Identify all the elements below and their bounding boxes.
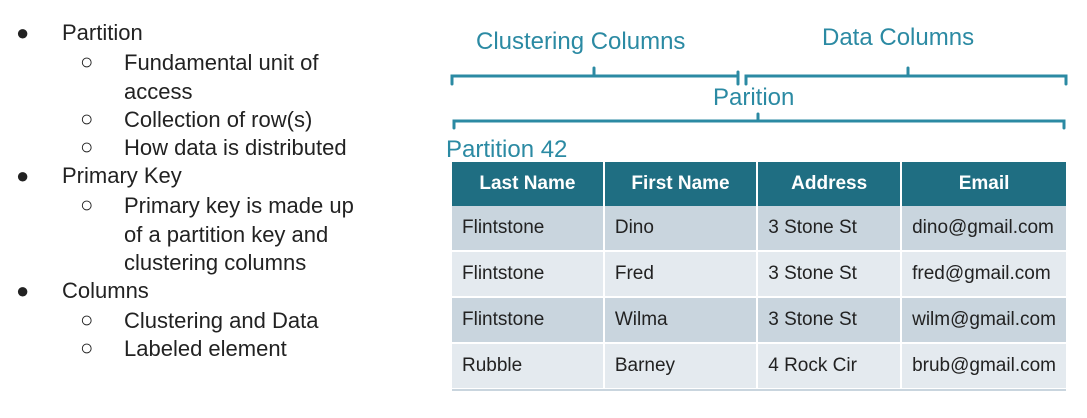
data-bracket xyxy=(744,66,1068,86)
sub-bullet-line: clustering columns xyxy=(124,250,307,275)
table-cell: fred@gmail.com xyxy=(901,251,1066,298)
bullet-label: Partition xyxy=(62,20,143,45)
bullet-label: Columns xyxy=(62,278,149,303)
column-header: Last Name xyxy=(452,162,605,206)
sub-bullet-line: Labeled element xyxy=(124,336,287,361)
table-cell: Dino xyxy=(603,206,759,252)
table-cell: 3 Stone St xyxy=(757,251,903,298)
table-cell: dino@gmail.com xyxy=(901,206,1066,252)
table-cell: Flintstone xyxy=(452,251,605,298)
table-row: Flintstone Fred 3 Stone St fred@gmail.co… xyxy=(452,251,1066,298)
partition-bracket xyxy=(452,112,1066,130)
sub-bullet-ring: ○ xyxy=(80,335,94,360)
table-cell: Flintstone xyxy=(452,297,605,344)
sub-bullet-line: access xyxy=(124,78,193,104)
table-cell: Fred xyxy=(603,251,759,298)
data-columns-label: Data Columns xyxy=(822,24,975,51)
partition-name: Partition 42 xyxy=(446,136,568,163)
bullet-dot: ● xyxy=(16,20,30,45)
partition-table: Last Name First Name Address Email Flint… xyxy=(452,162,1066,390)
sub-bullet-line: Fundamental unit of xyxy=(124,50,319,75)
table-row: Flintstone Wilma 3 Stone St wilm@gmail.c… xyxy=(452,297,1066,344)
table-cell: wilm@gmail.com xyxy=(901,297,1066,344)
column-brackets xyxy=(450,66,1068,130)
table-cell: Flintstone xyxy=(452,206,605,252)
bullet-dot: ● xyxy=(16,163,30,188)
sub-bullet-line: of a partition key and xyxy=(124,221,329,247)
table-cell: Rubble xyxy=(452,343,605,390)
sub-bullet-ring: ○ xyxy=(80,106,94,131)
table-cell: 4 Rock Cir xyxy=(757,343,903,390)
sub-bullet-ring: ○ xyxy=(80,192,94,217)
table-bottom-rule xyxy=(452,389,1066,391)
sub-bullet-line: Primary key is made up xyxy=(124,193,354,218)
partition-label: Parition xyxy=(713,84,795,111)
table-cell: Wilma xyxy=(603,297,759,344)
sub-bullet-line: Collection of row(s) xyxy=(124,107,313,132)
sub-bullet-ring: ○ xyxy=(80,134,94,159)
table-cell: Barney xyxy=(603,343,759,390)
table-row: Rubble Barney 4 Rock Cir brub@gmail.com xyxy=(452,343,1066,390)
sub-bullet-line: Clustering and Data xyxy=(124,308,319,333)
sub-bullet-ring: ○ xyxy=(80,49,94,74)
table-row: Flintstone Dino 3 Stone St dino@gmail.co… xyxy=(452,206,1066,252)
column-header: First Name xyxy=(603,162,759,206)
table-cell: 3 Stone St xyxy=(757,206,903,252)
partition-diagram: Clustering Columns Data Columns Parition… xyxy=(440,0,1080,418)
clustering-bracket xyxy=(450,66,740,86)
bullet-dot: ● xyxy=(16,278,30,303)
clustering-columns-label: Clustering Columns xyxy=(476,28,686,55)
column-header: Email xyxy=(901,162,1066,206)
column-header: Address xyxy=(757,162,903,206)
table-header-row: Last Name First Name Address Email xyxy=(452,162,1066,206)
bullet-label: Primary Key xyxy=(62,163,182,188)
table-cell: brub@gmail.com xyxy=(901,343,1066,390)
table-cell: 3 Stone St xyxy=(757,297,903,344)
sub-bullet-ring: ○ xyxy=(80,307,94,332)
sub-bullet-line: How data is distributed xyxy=(124,135,347,160)
